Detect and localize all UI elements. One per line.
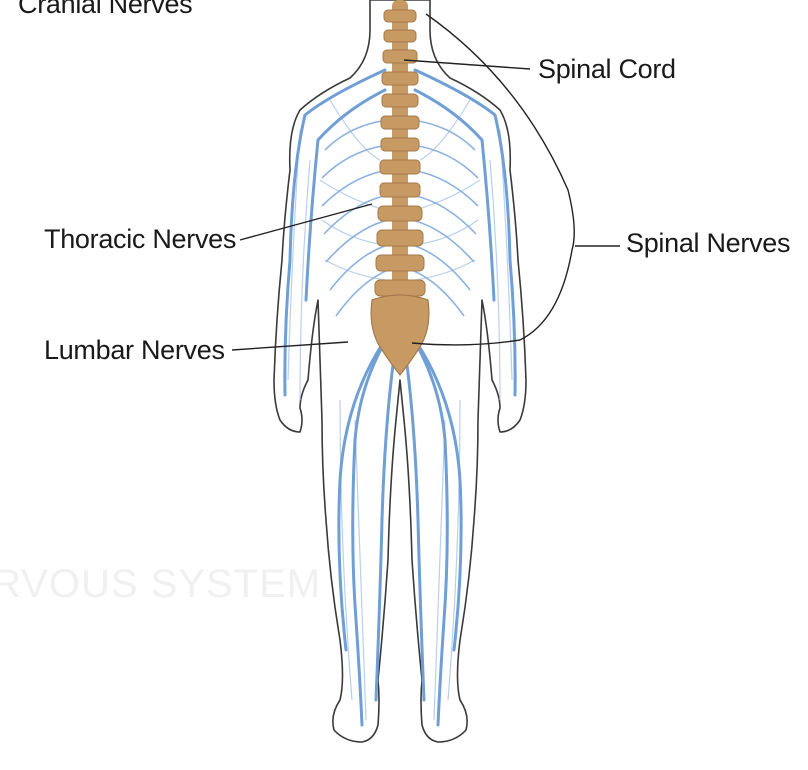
label-cranial-nerves: Cranial Nerves [18,0,192,18]
label-thoracic-nerves: Thoracic Nerves [44,226,236,253]
watermark-text: RVOUS SYSTEM [0,562,321,607]
label-lumbar-nerves: Lumbar Nerves [44,337,225,364]
label-spinal-nerves: Spinal Nerves [626,230,790,257]
label-spinal-cord: Spinal Cord [538,56,676,83]
